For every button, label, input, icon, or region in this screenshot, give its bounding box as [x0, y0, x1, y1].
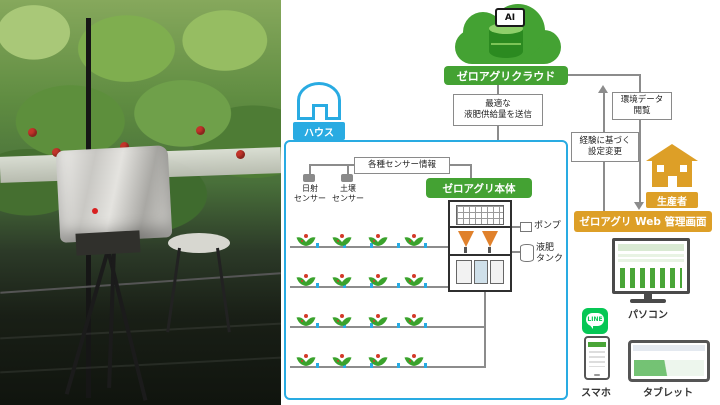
flow-label-optimal-supply: 最適な 液肥供給量を送信: [453, 94, 543, 126]
flow-label-experience-setting: 経験に基づく 設定変更: [571, 132, 639, 162]
pump-line: [510, 226, 520, 228]
tank-line: [510, 251, 520, 253]
pump-label: ポンプ: [534, 221, 561, 231]
crop-plant: [370, 233, 386, 247]
tablet-icon: [628, 340, 710, 382]
cloud-label: ゼロアグリクラウド: [444, 66, 568, 85]
crop-plant: [370, 353, 386, 367]
line-app-icon: LINE: [582, 308, 608, 334]
pump-box: [456, 260, 472, 284]
crop-plant: [334, 273, 350, 287]
main-unit-label: ゼロアグリ本体: [426, 178, 532, 198]
crop-plant: [334, 313, 350, 327]
crop-plant: [334, 353, 350, 367]
pump-icon: [520, 222, 532, 232]
producer-house-icon: [646, 144, 698, 190]
sensor-line: [448, 164, 472, 166]
crop-plant: [298, 233, 314, 247]
producer-label: 生産者: [646, 192, 698, 208]
fertilizer-funnel: [482, 231, 498, 247]
crop-plant: [334, 233, 350, 247]
web-admin-label: ゼロアグリ Web 管理画面: [574, 211, 712, 232]
valve-box: [474, 260, 488, 284]
phone-label: スマホ: [581, 388, 611, 399]
arrow-up-icon: [598, 85, 608, 93]
solar-sensor-label: 日射 センサー: [294, 184, 326, 203]
supply-pipe: [484, 292, 486, 368]
smartphone-icon: [584, 336, 610, 380]
device-base: [75, 230, 141, 256]
crop-plant: [298, 313, 314, 327]
stool: [168, 233, 230, 253]
strawberry: [52, 148, 61, 157]
covered-sensor-device: [55, 145, 173, 243]
crop-plant: [298, 353, 314, 367]
sensor-info-box: 各種センサー情報: [354, 157, 450, 174]
sensor-line: [470, 164, 472, 178]
strawberry: [236, 150, 245, 159]
fertigation-unit-rack: [448, 200, 512, 292]
soil-sensor-label: 土壌 センサー: [332, 184, 364, 203]
pc-monitor-icon: [612, 238, 690, 294]
database-icon: [489, 23, 523, 58]
device-indicator-light: [92, 208, 98, 214]
flow-line-env: [639, 74, 641, 204]
house-label: ハウス: [293, 122, 345, 140]
ai-chip: AI: [495, 8, 525, 27]
sensor-line: [309, 164, 354, 166]
mixer-box: [490, 260, 504, 284]
tank-icon: [520, 244, 534, 262]
crop-plant: [370, 273, 386, 287]
tablet-label: タブレット: [643, 388, 693, 399]
crop-plant: [406, 273, 422, 287]
sensor-line: [309, 164, 311, 174]
fertilizer-funnel: [458, 231, 474, 247]
flow-label-env-view: 環境データ 閲覧: [612, 92, 672, 120]
flow-line-supply: [497, 85, 499, 171]
arrow-down-icon: [634, 202, 644, 210]
flow-line-env: [568, 74, 640, 76]
strawberry: [28, 128, 37, 137]
crop-plant: [298, 273, 314, 287]
crop-plant: [370, 313, 386, 327]
crop-plant: [406, 313, 422, 327]
greenhouse-photo: [0, 0, 281, 405]
tank-label: 液肥 タンク: [536, 243, 564, 265]
monitor-stand: [644, 292, 652, 299]
crop-plant: [406, 233, 422, 247]
strawberry: [196, 126, 205, 135]
greenhouse-icon: [297, 82, 341, 120]
monitor-base: [630, 299, 666, 303]
controller-box: [456, 205, 504, 225]
solar-sensor-icon: [303, 174, 315, 182]
crop-plant: [406, 353, 422, 367]
pc-label: パソコン: [628, 310, 668, 321]
line-speech-bubble: LINE: [586, 313, 604, 329]
sensor-line: [347, 164, 349, 174]
soil-sensor-icon: [341, 174, 353, 182]
